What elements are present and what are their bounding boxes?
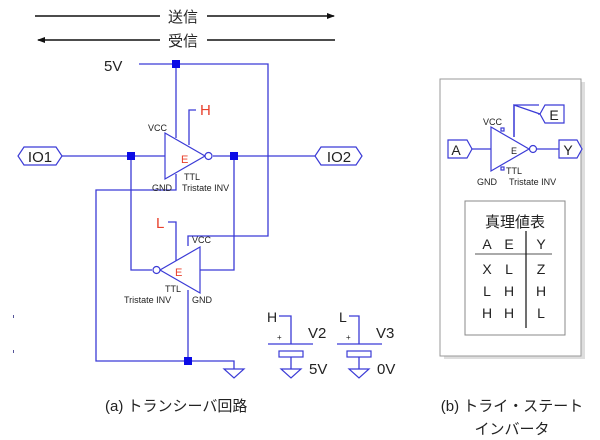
caption-a: (a) トランシーバ回路 [105, 398, 247, 415]
svg-text:H: H [504, 283, 514, 299]
junction [172, 60, 180, 68]
svg-text:E: E [549, 107, 558, 123]
svg-text:E: E [181, 154, 188, 166]
svg-text:GND: GND [477, 177, 498, 187]
svg-text:IO1: IO1 [28, 149, 52, 166]
svg-text:Z: Z [537, 261, 546, 277]
svg-text:E: E [175, 267, 182, 279]
header-y: Y [536, 236, 546, 252]
enable-level-high: H [200, 102, 211, 119]
svg-text:L: L [537, 305, 545, 321]
port-io2[interactable]: IO2 [314, 146, 363, 166]
ground-icon [347, 368, 371, 379]
header-a: A [482, 236, 492, 252]
svg-text:GND: GND [152, 183, 173, 193]
svg-text:TTL: TTL [506, 166, 522, 176]
svg-text:Tristate INV: Tristate INV [182, 183, 229, 193]
svg-text:E: E [511, 146, 517, 156]
receive-label: 受信 [168, 33, 198, 50]
svg-text:0V: 0V [377, 361, 395, 378]
svg-text:+: + [346, 333, 351, 342]
receive-arrow: 受信 [37, 33, 335, 50]
send-arrow: 送信 [35, 9, 335, 26]
port-io1[interactable]: IO1 [17, 146, 63, 166]
svg-text:H: H [504, 305, 514, 321]
svg-text:Tristate INV: Tristate INV [509, 177, 556, 187]
source-v2: H + V2 5V [267, 309, 327, 379]
wires [62, 63, 315, 369]
supply-label: 5V [104, 58, 122, 75]
truth-table-title: 真理値表 [485, 213, 545, 231]
header-e: E [504, 236, 513, 252]
svg-text:VCC: VCC [192, 235, 212, 245]
caption-b-line2: インバータ [474, 421, 549, 438]
svg-text:TTL: TTL [184, 172, 200, 182]
junction [230, 152, 238, 160]
svg-text:L: L [483, 283, 491, 299]
svg-text:+: + [277, 333, 282, 342]
top-tristate-inverter: VCC GND E TTL Tristate INV H [148, 102, 229, 193]
svg-text:VCC: VCC [148, 123, 168, 133]
svg-text:A: A [451, 142, 461, 158]
port-y[interactable]: Y [558, 139, 583, 159]
svg-text:Y: Y [563, 142, 573, 158]
svg-text:H: H [267, 309, 277, 325]
junction [127, 152, 135, 160]
svg-text:H: H [536, 283, 546, 299]
bottom-tristate-inverter: VCC GND E TTL Tristate INV L [124, 215, 213, 305]
svg-text:Tristate INV: Tristate INV [124, 295, 171, 305]
ground-icon [222, 368, 246, 379]
source-v3: L + V3 0V [337, 309, 395, 379]
svg-text:X: X [482, 261, 492, 277]
caption-b-line1: (b) トライ・ステート [441, 398, 584, 415]
svg-text:IO2: IO2 [327, 149, 351, 166]
svg-text:GND: GND [192, 295, 213, 305]
send-label: 送信 [168, 9, 198, 26]
table-row: L H H [483, 283, 546, 299]
svg-text:H: H [482, 305, 492, 321]
table-row: H H L [482, 305, 545, 321]
svg-text:5V: 5V [309, 361, 327, 378]
enable-level-low: L [156, 215, 164, 232]
tristate-panel: A E Y VCC GND E TTL Tristate INV 真理値表 [439, 78, 585, 359]
svg-text:VCC: VCC [483, 117, 503, 127]
svg-text:V2: V2 [308, 325, 326, 342]
ground-icon [279, 368, 303, 379]
junction [184, 357, 192, 365]
port-a[interactable]: A [447, 139, 473, 159]
port-e[interactable]: E [539, 104, 565, 124]
svg-text:V3: V3 [376, 325, 394, 342]
svg-text:L: L [505, 261, 513, 277]
svg-text:TTL: TTL [165, 284, 181, 294]
truth-table: 真理値表 A E Y X L Z L H H H H L [464, 200, 566, 336]
table-row: X L Z [482, 261, 545, 277]
svg-text:L: L [339, 309, 347, 325]
